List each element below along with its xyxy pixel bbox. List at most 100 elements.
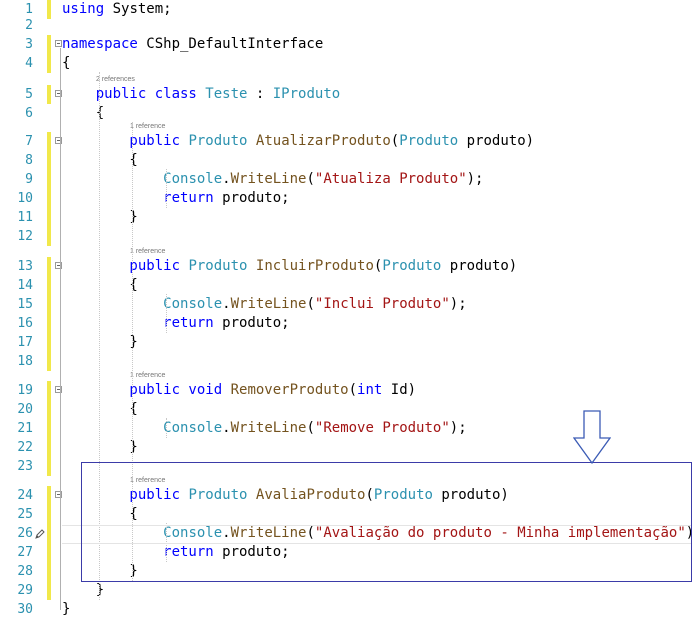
line-number: 24: [17, 488, 33, 503]
change-indicator: [47, 276, 51, 295]
code-line[interactable]: 18: [0, 352, 697, 371]
line-number: 29: [17, 583, 33, 598]
line-number: 7: [25, 134, 33, 149]
code-line[interactable]: 20 {: [0, 400, 697, 419]
line-number: 5: [25, 87, 33, 102]
code-text: Console.WriteLine("Atualiza Produto");: [62, 170, 483, 189]
change-indicator: [47, 419, 51, 438]
line-number: 17: [17, 335, 33, 350]
code-line[interactable]: 9 Console.WriteLine("Atualiza Produto");: [0, 170, 697, 189]
code-token: {: [62, 277, 138, 293]
outline-line: [60, 394, 61, 448]
change-indicator: [47, 524, 51, 543]
code-token: [247, 133, 255, 149]
code-token: Produto: [188, 133, 248, 149]
code-token: "Avaliação do produto - Minha implementa…: [314, 525, 686, 541]
code-token: Produto: [399, 133, 459, 149]
codelens-references[interactable]: 1 reference: [130, 477, 166, 484]
collapse-icon[interactable]: [55, 137, 62, 144]
code-token: "Remove Produto": [314, 420, 450, 436]
code-text: {: [62, 151, 137, 170]
collapse-icon[interactable]: [55, 386, 62, 393]
line-number: 18: [17, 354, 33, 369]
code-line[interactable]: 22 }: [0, 438, 697, 457]
code-line[interactable]: 8 {: [0, 151, 697, 170]
code-line[interactable]: 4{: [0, 54, 697, 73]
code-line[interactable]: 26 Console.WriteLine("Avaliação do produ…: [0, 524, 697, 543]
code-line[interactable]: 16 return produto;: [0, 314, 697, 333]
outline-line: [60, 270, 61, 343]
code-line[interactable]: 21 Console.WriteLine("Remove Produto");: [0, 419, 697, 438]
code-line[interactable]: 11 }: [0, 208, 697, 227]
code-token: produto): [458, 133, 535, 149]
code-token: }: [62, 601, 71, 617]
code-line[interactable]: 19 public void RemoverProduto(int Id): [0, 381, 697, 400]
code-token: AtualizarProduto: [255, 133, 391, 149]
code-token: return: [62, 544, 214, 560]
code-token: {: [62, 55, 71, 71]
code-line[interactable]: 15 Console.WriteLine("Inclui Produto");: [0, 295, 697, 314]
code-line[interactable]: 17 }: [0, 333, 697, 352]
code-line[interactable]: 6 {: [0, 104, 697, 123]
code-token: [62, 420, 163, 436]
code-token: WriteLine: [230, 171, 307, 187]
code-token: IProduto: [272, 86, 341, 102]
code-line[interactable]: 7 public Produto AtualizarProduto(Produt…: [0, 132, 697, 151]
codelens-references[interactable]: 2 references: [96, 76, 135, 83]
collapse-icon[interactable]: [55, 491, 62, 498]
code-line[interactable]: 5 public class Teste : IProduto: [0, 85, 697, 104]
code-line[interactable]: 13 public Produto IncluirProduto(Produto…: [0, 257, 697, 276]
code-token: "Atualiza Produto": [314, 171, 467, 187]
code-line[interactable]: 27 return produto;: [0, 543, 697, 562]
collapse-icon[interactable]: [55, 40, 62, 47]
code-token: Produto: [373, 487, 433, 503]
code-text: }: [62, 562, 137, 581]
code-line[interactable]: 24 public Produto AvaliaProduto(Produto …: [0, 486, 697, 505]
line-number: 21: [17, 421, 33, 436]
change-indicator: [47, 132, 51, 151]
collapse-icon[interactable]: [55, 262, 62, 269]
code-line[interactable]: 10 return produto;: [0, 189, 697, 208]
code-token: }: [62, 582, 105, 598]
codelens-references[interactable]: 1 reference: [130, 372, 166, 379]
code-token: [247, 258, 255, 274]
code-line[interactable]: 23: [0, 457, 697, 476]
code-token: {: [62, 506, 138, 522]
line-number: 22: [17, 440, 33, 455]
line-number: 9: [25, 172, 33, 187]
code-token: );: [466, 171, 484, 187]
code-token: public: [62, 487, 181, 503]
codelens-references[interactable]: 1 reference: [130, 248, 166, 255]
code-line[interactable]: 14 {: [0, 276, 697, 295]
code-line[interactable]: 30}: [0, 600, 697, 619]
line-number: 19: [17, 383, 33, 398]
code-line[interactable]: 29 }: [0, 581, 697, 600]
line-number: 4: [25, 56, 33, 71]
code-token: }: [62, 209, 138, 225]
code-token: return: [62, 190, 214, 206]
collapse-icon[interactable]: [55, 90, 62, 97]
code-line[interactable]: 28 }: [0, 562, 697, 581]
change-indicator: [47, 562, 51, 581]
code-line[interactable]: 25 {: [0, 505, 697, 524]
change-indicator: [47, 35, 51, 54]
code-token: Produto: [188, 258, 248, 274]
code-line[interactable]: 2: [0, 16, 697, 35]
code-token: WriteLine: [230, 525, 307, 541]
line-number: 26: [17, 526, 33, 541]
code-line[interactable]: 12: [0, 227, 697, 246]
change-indicator: [47, 352, 51, 371]
code-token: (: [365, 487, 374, 503]
code-text: {: [62, 400, 137, 419]
code-token: [62, 296, 163, 312]
indent-guide: [165, 169, 167, 208]
indent-guide: [98, 72, 100, 600]
code-token: IncluirProduto: [255, 258, 374, 274]
line-number: 14: [17, 278, 33, 293]
change-indicator: [47, 54, 51, 73]
codelens-references[interactable]: 1 reference: [130, 123, 166, 130]
line-number: 8: [25, 153, 33, 168]
